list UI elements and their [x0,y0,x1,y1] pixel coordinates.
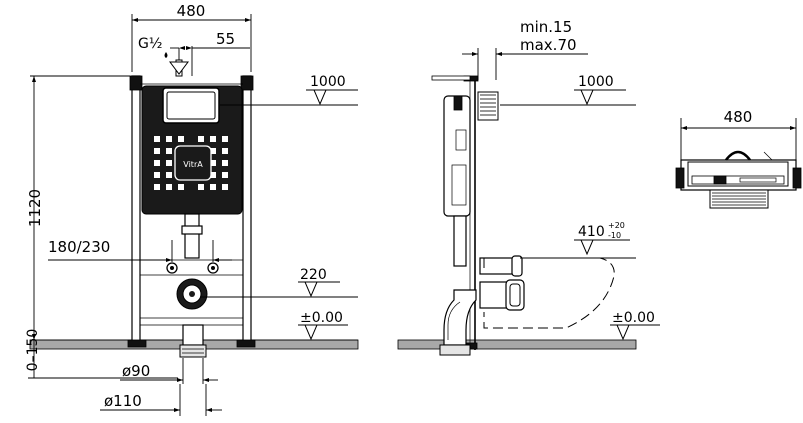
top-handle [725,150,751,161]
flush-pipe [184,213,200,259]
depth-max-label: max.70 [520,36,577,54]
bowl-height-tol-plus: +20 [608,221,625,230]
depth-min-label: min.15 [520,18,572,36]
water-drop-icon [164,52,168,58]
button-height-label: 1000 [310,74,346,90]
pipe-small-diameter: ø90 [122,362,150,380]
right-frame-leg [242,75,252,347]
front-view: VitrA 480 G½ 55 [25,2,359,416]
inlet-thread-label: G½ [138,36,162,52]
outlet-connector [479,281,511,309]
inlet-arrow-icon [169,61,189,75]
drain-pipe [179,344,207,358]
side-view: min.15 max.70 1000 410 +20 -10 ±0.00 [397,18,660,356]
pipe-large-diameter: ø110 [104,392,142,410]
left-frame-leg [131,75,141,347]
bowl-height-base: 410 [578,224,605,240]
floor-adjust-dimension: 0–150 [25,329,41,372]
brand-logo: VitrA [183,160,203,169]
toilet-bowl-outline [483,257,615,329]
height-dimension: 1120 [26,189,44,227]
side-floor-slab [397,339,637,350]
bowl-height-tol-minus: -10 [608,231,621,240]
side-floor-level-label: ±0.00 [612,310,655,326]
floor-level-label: ±0.00 [300,310,343,326]
top-width-dimension: 480 [724,108,753,126]
width-dimension: 480 [177,2,206,20]
outlet-height-label: 220 [300,267,327,283]
side-button-height-label: 1000 [578,74,614,90]
flush-connector [479,257,517,275]
inlet-offset-dimension: 55 [216,30,235,48]
fixing-distance-dimension: 180/230 [48,238,110,256]
top-view: 480 [675,108,802,209]
cistern-holes [154,136,228,190]
